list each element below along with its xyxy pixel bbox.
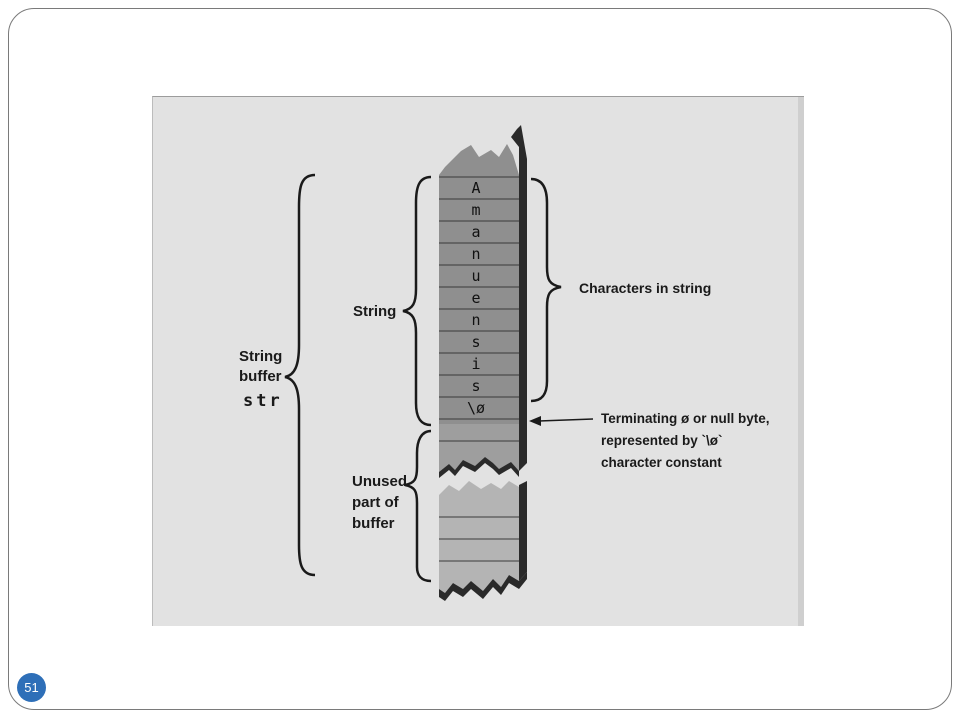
cell-character: i	[471, 355, 480, 373]
column-shadow-lower	[519, 481, 527, 581]
cell-character: A	[471, 179, 480, 197]
string-buffer-variable: str	[243, 391, 283, 411]
string-buffer-brace	[284, 173, 316, 577]
characters-brace	[530, 177, 562, 403]
terminator-arrow-line	[538, 418, 594, 422]
terminator-label-3: character constant	[601, 455, 722, 470]
cell-character: s	[471, 333, 480, 351]
cell-character: s	[471, 377, 480, 395]
page-number-badge: 51	[17, 673, 46, 702]
characters-in-string-label: Characters in string	[579, 280, 711, 296]
cell-character: a	[471, 223, 480, 241]
unused-label-1: Unused	[352, 473, 407, 490]
unused-upper-band	[439, 424, 519, 472]
terminator-label-1: Terminating ø or null byte,	[601, 411, 770, 426]
break-shadow-upper	[439, 457, 519, 478]
terminator-arrow-head	[529, 416, 541, 426]
cell-character: \ø	[467, 399, 485, 417]
unused-label-2: part of	[352, 494, 400, 511]
cell-character: n	[471, 245, 480, 263]
string-column	[439, 144, 519, 472]
cell-character: u	[471, 267, 480, 285]
unused-column	[439, 481, 519, 593]
string-buffer-label-1: String	[239, 348, 282, 365]
terminator-label-2: represented by `\ø`	[601, 433, 723, 448]
string-buffer-label-2: buffer	[239, 368, 282, 385]
cell-character: m	[471, 201, 480, 219]
unused-label-3: buffer	[352, 515, 395, 532]
cell-character: e	[471, 289, 480, 307]
cell-character: n	[471, 311, 480, 329]
string-brace	[402, 175, 432, 427]
unused-brace	[404, 429, 432, 583]
string-label: String	[353, 303, 396, 320]
figure-edge	[798, 97, 804, 626]
break-shadow-lower	[439, 572, 527, 601]
cell-dividers	[439, 176, 519, 562]
